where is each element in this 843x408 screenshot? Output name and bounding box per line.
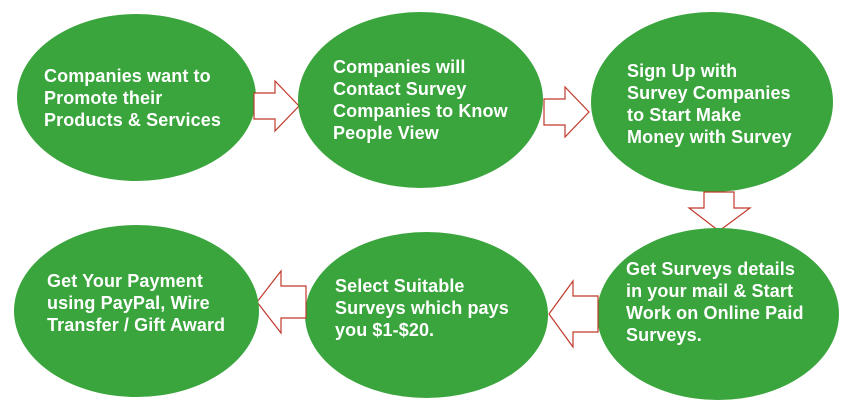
step-node-6 [14, 225, 259, 397]
arrow-right-1 [253, 79, 300, 133]
step-node-5 [305, 232, 548, 398]
arrow-left-2 [256, 269, 307, 335]
step-text-1: Companies want to Promote their Products… [44, 66, 221, 130]
arrow-down [687, 191, 752, 232]
step-node-4 [597, 228, 839, 400]
arrow-right-2 [543, 85, 590, 139]
step-text-2: Companies will Contact Survey Companies … [333, 57, 508, 143]
step-node-3 [591, 12, 833, 192]
step-node-1 [17, 14, 256, 181]
step-text-6: Get Your Payment using PayPal, Wire Tran… [47, 271, 226, 335]
step-text-5: Select Suitable Surveys which pays you $… [335, 276, 509, 340]
step-node-2 [298, 12, 543, 188]
arrow-left-1 [548, 279, 599, 349]
step-text-4: Get Surveys details in your mail & Start… [626, 259, 804, 345]
step-text-3: Sign Up with Survey Companies to Start M… [627, 61, 792, 147]
